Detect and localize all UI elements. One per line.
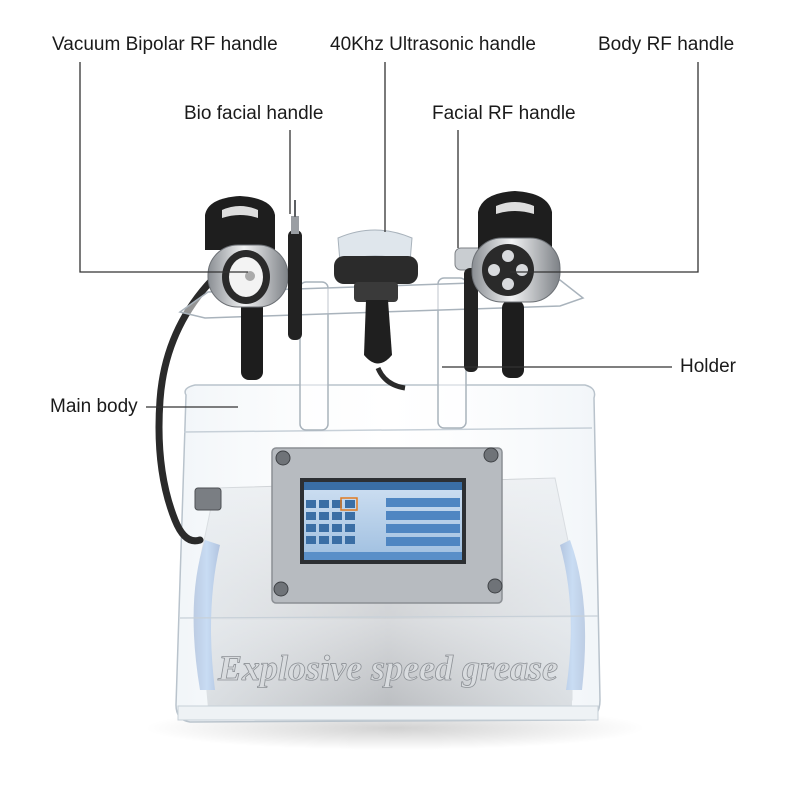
label-facial-rf-handle: Facial RF handle (432, 103, 576, 124)
leader-vacuum-bipolar-rf (79, 62, 248, 273)
cable-connector (194, 487, 222, 511)
ultrasonic-40khz-handle (334, 229, 418, 391)
leader-body-rf (510, 62, 699, 273)
control-panel (271, 447, 503, 604)
label-bio-facial-handle: Bio facial handle (184, 103, 324, 124)
body-rf-handle (471, 191, 561, 378)
label-body-rf-handle: Body RF handle (598, 34, 735, 55)
label-vacuum-bipolar-rf-handle: Vacuum Bipolar RF handle (52, 34, 278, 55)
vacuum-bipolar-rf-handle (205, 196, 289, 380)
handle-cable (155, 276, 216, 545)
label-holder: Holder (680, 356, 736, 377)
leader-lines (79, 62, 699, 408)
label-ultrasonic-40khz-handle: 40Khz Ultrasonic handle (330, 34, 536, 55)
device-front-text: Explosive speed grease (217, 648, 558, 688)
bio-facial-handle (288, 200, 302, 340)
label-main-body: Main body (50, 396, 138, 417)
